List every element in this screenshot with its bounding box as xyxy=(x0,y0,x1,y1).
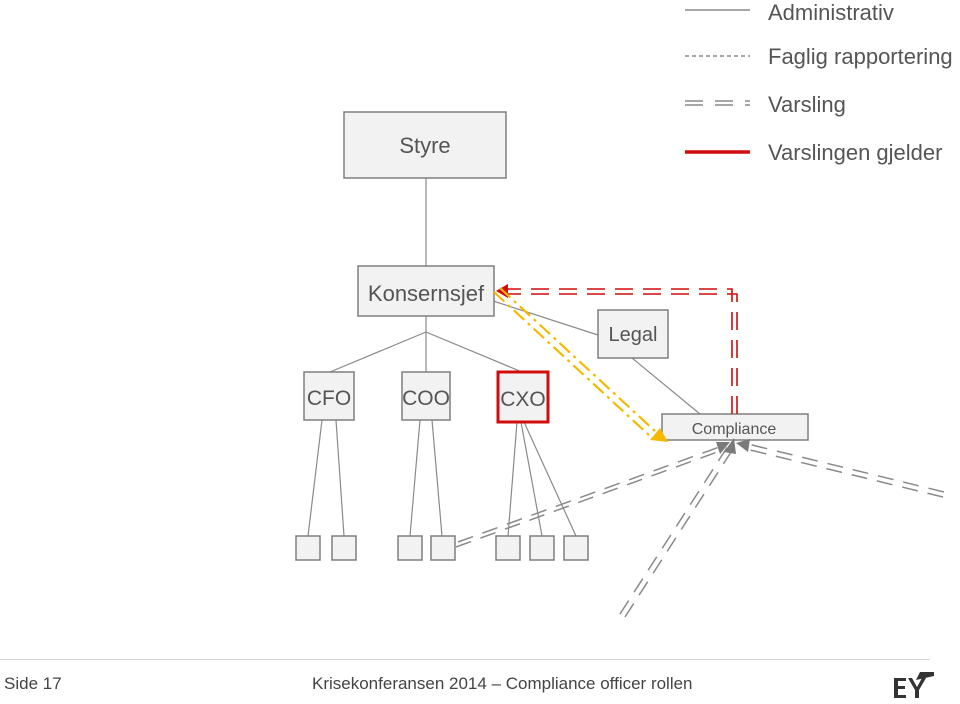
legend: Administrativ Faglig rapportering Varsli… xyxy=(685,0,953,165)
compliance-node: Compliance xyxy=(661,413,809,441)
legend-administrative-label: Administrativ xyxy=(768,0,894,25)
employee-box xyxy=(430,535,456,561)
footer-divider xyxy=(0,659,930,660)
cfo-label: CFO xyxy=(307,387,351,410)
compliance-label: Compliance xyxy=(692,421,777,438)
legend-whistleblowing-label: Varsling xyxy=(768,92,846,117)
board-node: Styre xyxy=(343,111,507,179)
legend-whistleblowing-line xyxy=(685,100,750,106)
whistleblowing-arrowhead-external-bottom xyxy=(724,438,736,454)
whistleblowing-arrowhead-employee xyxy=(716,442,730,454)
footer-page-number: Side 17 xyxy=(4,674,62,693)
employee-box xyxy=(495,535,521,561)
ceo-to-compliance-arrowhead xyxy=(650,428,668,442)
employee-box xyxy=(397,535,423,561)
ceo-label: Konsernsjef xyxy=(368,281,485,306)
ceo-to-compliance-arrow xyxy=(493,287,657,437)
employee-box xyxy=(563,535,589,561)
whistleblowing-arrow-external-right xyxy=(745,443,945,498)
employee-box xyxy=(529,535,555,561)
footer-title: Krisekonferansen 2014 – Compliance offic… xyxy=(312,674,693,693)
legal-node: Legal xyxy=(597,309,669,359)
coo-node: COO xyxy=(401,371,451,421)
legend-professional-label: Faglig rapportering xyxy=(768,44,953,69)
whistleblowing-arrowhead-external-right xyxy=(736,439,750,452)
whistleblowing-arrow-external-bottom xyxy=(619,445,734,618)
cxo-label: CXO xyxy=(500,388,546,411)
escalation-compliance-to-ceo xyxy=(508,288,738,414)
employee-boxes xyxy=(295,535,589,561)
coo-label: COO xyxy=(402,387,450,410)
cxo-node: CXO xyxy=(496,370,550,424)
employee-box xyxy=(295,535,321,561)
legend-whistleblowing-concerns-label: Varslingen gjelder xyxy=(768,140,942,165)
ey-logo xyxy=(894,672,934,698)
board-label: Styre xyxy=(399,133,450,158)
employee-box xyxy=(331,535,357,561)
legal-label: Legal xyxy=(609,324,658,346)
cfo-node: CFO xyxy=(303,371,355,421)
ceo-node: Konsernsjef xyxy=(357,265,495,317)
whistleblowing-arrow-employee xyxy=(455,445,723,548)
